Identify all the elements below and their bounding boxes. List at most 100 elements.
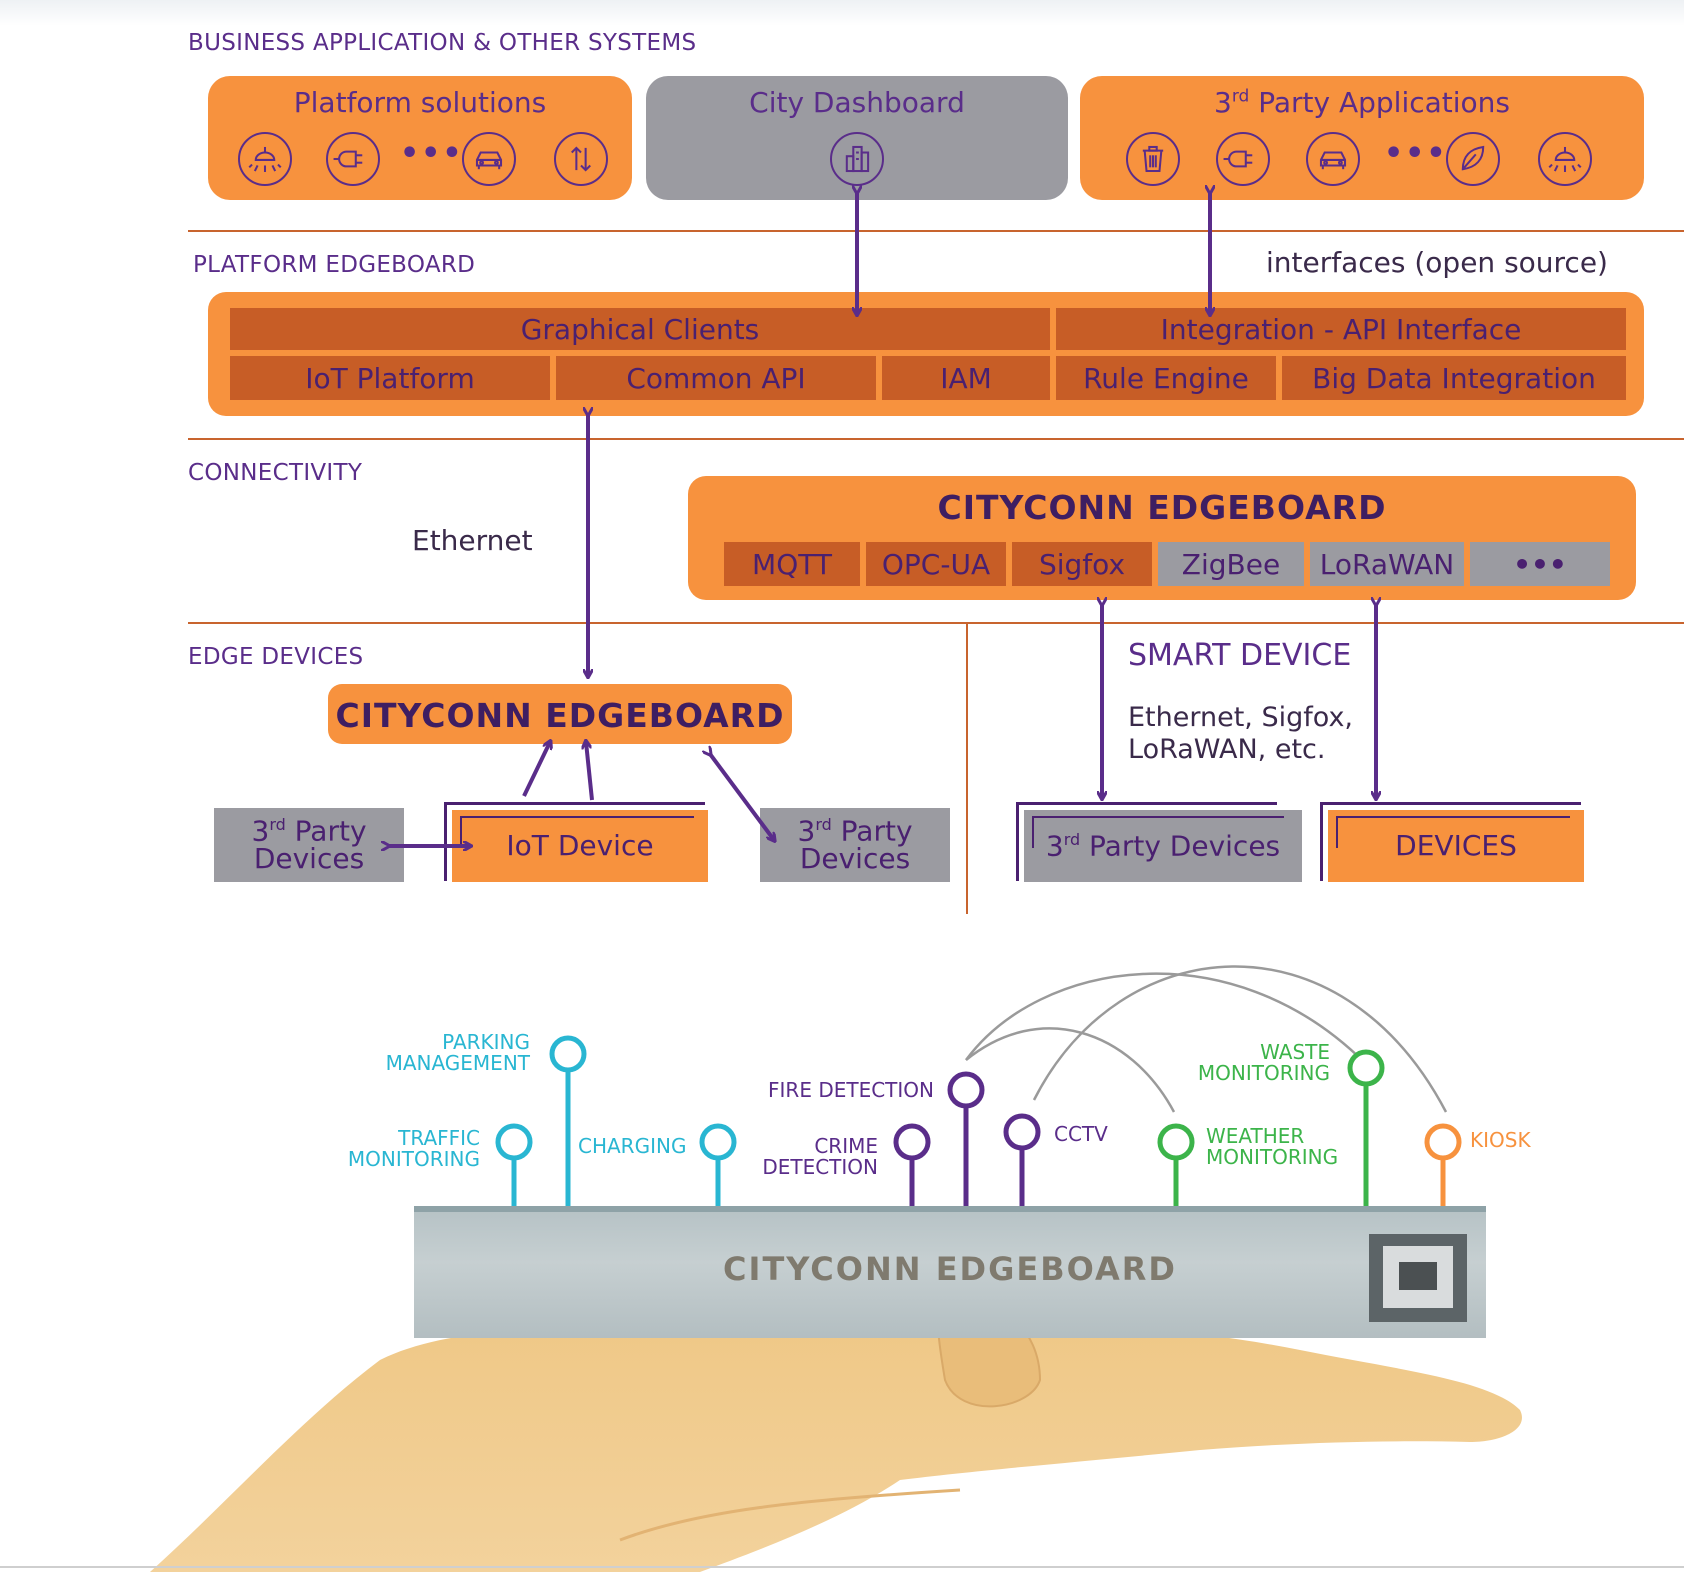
divider-platform: [188, 438, 1684, 440]
arrow-iot-edge-1: [522, 742, 550, 797]
node-waste: [1347, 1049, 1385, 1087]
iot-platform-cell: IoT Platform: [230, 356, 550, 400]
smart-device-protocols-2: LoRaWAN, etc.: [1128, 734, 1326, 765]
label-parking-1: PARKING: [442, 1030, 530, 1054]
third-party-devices-right: 3rd Party Devices: [760, 808, 950, 882]
label-crime-1: CRIME: [814, 1134, 878, 1158]
connection-arrows: [0, 0, 1684, 960]
platform-solutions-title: Platform solutions: [293, 86, 547, 119]
protocol-lorawan: LoRaWAN: [1310, 542, 1464, 586]
node-crime: [893, 1123, 931, 1161]
more-dots: •••: [400, 136, 464, 171]
wireless-arc-2: [1032, 965, 1448, 1113]
stp-num: 3: [1045, 829, 1064, 863]
label-fire-1: FIRE DETECTION: [768, 1078, 934, 1102]
edge-edgeboard-panel: CITYCONN EDGEBOARD: [328, 684, 792, 744]
streetlight-icon: [238, 132, 292, 186]
wireless-arc-1: [964, 972, 1365, 1063]
arrow-iot-edge-2: [586, 742, 594, 801]
graphical-clients-cell: Graphical Clients: [230, 308, 1050, 350]
charging-plug-icon: [326, 132, 380, 186]
iot-device-box: IoT Device: [452, 810, 708, 882]
stp-sup: rd: [1063, 829, 1081, 849]
node-traffic: [495, 1123, 533, 1161]
connectivity-brand: CITYCONN EDGEBOARD: [937, 488, 1387, 527]
ethernet-port-frame: [1383, 1246, 1453, 1308]
node-kiosk: [1424, 1123, 1462, 1161]
section-title-connectivity: CONNECTIVITY: [188, 460, 363, 486]
protocol-sigfox: Sigfox: [1012, 542, 1152, 586]
label-waste-2: MONITORING: [1197, 1061, 1330, 1085]
label-parking: PARKING MANAGEMENT: [360, 1032, 530, 1074]
protocol-zigbee: ZigBee: [1158, 542, 1304, 586]
board-label: CITYCONN EDGEBOARD: [723, 1250, 1177, 1288]
edge-brand: CITYCONN EDGEBOARD: [335, 696, 785, 735]
sensor-stems: [495, 965, 1462, 1206]
tpd-left-num: 3: [251, 814, 270, 848]
protocol-mqtt: MQTT: [724, 542, 860, 586]
devices-label: DEVICES: [1395, 829, 1517, 862]
third-party-apps-num: 3: [1214, 86, 1232, 119]
tpd-right-sup: rd: [815, 814, 832, 834]
label-crime-2: DETECTION: [762, 1155, 878, 1179]
tpd-left-sup: rd: [269, 814, 286, 834]
car-icon: [1306, 132, 1360, 186]
iam-cell: IAM: [882, 356, 1050, 400]
third-party-apps-sup: rd: [1231, 86, 1250, 107]
devices-box: DEVICES: [1328, 810, 1584, 882]
node-parking: [549, 1035, 587, 1073]
label-traffic-1: TRAFFIC: [398, 1126, 480, 1150]
label-charging: CHARGING: [578, 1136, 686, 1157]
ethernet-port-hole: [1399, 1262, 1437, 1290]
tpd-left-line1: Party: [285, 814, 367, 848]
third-party-apps-rest: Party Applications: [1249, 86, 1510, 119]
iot-device-label: IoT Device: [506, 829, 654, 862]
bottom-edge: [0, 1566, 1684, 1568]
iot-device-inner-frame: [460, 816, 694, 848]
label-cctv-1: CCTV: [1054, 1122, 1108, 1146]
tpd-right-line2: Devices: [799, 842, 911, 876]
leaf-icon: [1446, 132, 1500, 186]
more-dots: •••: [1384, 136, 1448, 171]
connectivity-edgeboard-panel: CITYCONN EDGEBOARD MQTT OPC-UA Sigfox Zi…: [688, 476, 1636, 600]
third-party-apps-panel: 3rd Party Applications •••: [1080, 76, 1644, 200]
city-dashboard-panel: City Dashboard: [646, 76, 1068, 200]
label-weather-2: MONITORING: [1206, 1145, 1339, 1169]
rule-engine-cell: Rule Engine: [1056, 356, 1276, 400]
ethernet-label: Ethernet: [412, 524, 533, 557]
protocol-opc-ua: OPC-UA: [866, 542, 1006, 586]
smart-device-title: SMART DEVICE: [1128, 638, 1352, 673]
big-data-integration-cell: Big Data Integration: [1282, 356, 1626, 400]
waste-bin-icon: [1126, 132, 1180, 186]
interfaces-note: interfaces (open source): [1266, 246, 1608, 279]
label-traffic-2: MONITORING: [347, 1147, 480, 1171]
label-kiosk: KIOSK: [1470, 1130, 1531, 1151]
edgeboard-device: CITYCONN EDGEBOARD: [414, 1206, 1486, 1338]
tpd-right-num: 3: [797, 814, 816, 848]
smart-third-party-inner-frame: [1032, 816, 1284, 848]
devices-frame: [1320, 802, 1581, 881]
label-fire: FIRE DETECTION: [730, 1080, 934, 1101]
city-dashboard-title: City Dashboard: [749, 86, 965, 119]
label-weather-1: WEATHER: [1206, 1124, 1305, 1148]
label-cctv: CCTV: [1054, 1124, 1108, 1145]
node-charging: [699, 1123, 737, 1161]
transfer-arrows-icon: [554, 132, 608, 186]
label-waste-1: WASTE: [1260, 1040, 1330, 1064]
protocol-more: •••: [1470, 542, 1610, 586]
label-waste: WASTE MONITORING: [1160, 1042, 1330, 1084]
divider-connectivity: [188, 622, 1684, 624]
wireless-arc-3: [965, 1027, 1176, 1113]
devices-inner-frame: [1336, 816, 1570, 848]
integration-api-cell: Integration - API Interface: [1056, 308, 1626, 350]
tpd-left-line2: Devices: [253, 842, 365, 876]
charging-plug-icon: [1216, 132, 1270, 186]
section-title-edge: EDGE DEVICES: [188, 644, 364, 670]
label-charging-1: CHARGING: [578, 1134, 687, 1158]
platform-edgeboard-panel: Graphical Clients Integration - API Inte…: [208, 292, 1644, 416]
smart-third-party-frame: [1016, 802, 1277, 881]
smart-third-party-label: 3rd Party Devices: [1045, 829, 1280, 863]
third-party-devices-left: 3rd Party Devices: [214, 808, 404, 882]
smart-third-party-devices-box: 3rd Party Devices: [1024, 810, 1302, 882]
third-party-apps-title: 3rd Party Applications: [1080, 86, 1644, 119]
